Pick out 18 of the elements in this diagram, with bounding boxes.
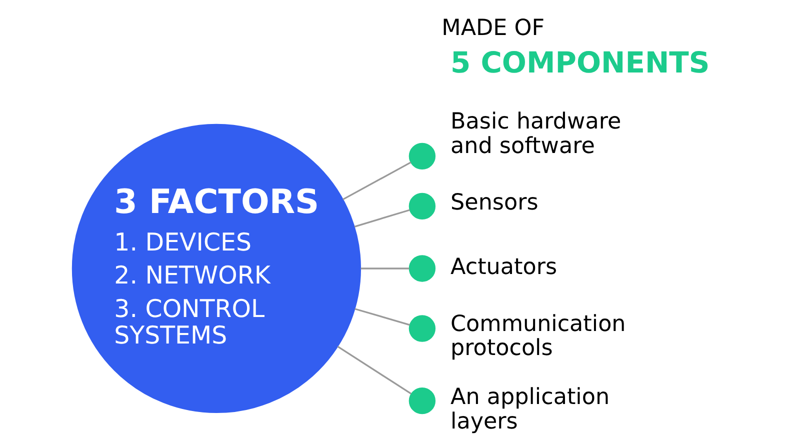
connector — [354, 209, 410, 228]
node-label: Actuators — [450, 254, 557, 280]
node-label: Sensors — [450, 190, 538, 216]
connector — [360, 268, 409, 270]
node-circle — [408, 255, 436, 282]
node-circle — [408, 192, 436, 220]
diagram-title: MADE OF — [441, 14, 544, 41]
connector — [336, 346, 411, 394]
node-circle: 3 FACTORS 1. DEVICES 2. NETWORK 3. CONTROL SYSTEMS — [71, 124, 361, 414]
connector — [354, 308, 410, 326]
node-circle — [408, 142, 436, 170]
node-label: An application layers — [450, 384, 610, 435]
node-circle — [408, 315, 436, 342]
connector — [342, 162, 411, 200]
node-label: Basic hardware and software — [450, 108, 621, 159]
label: 5 COMPONENTS — [450, 46, 710, 80]
node-label: Communication protocols — [450, 310, 626, 362]
node-circle — [408, 387, 436, 414]
